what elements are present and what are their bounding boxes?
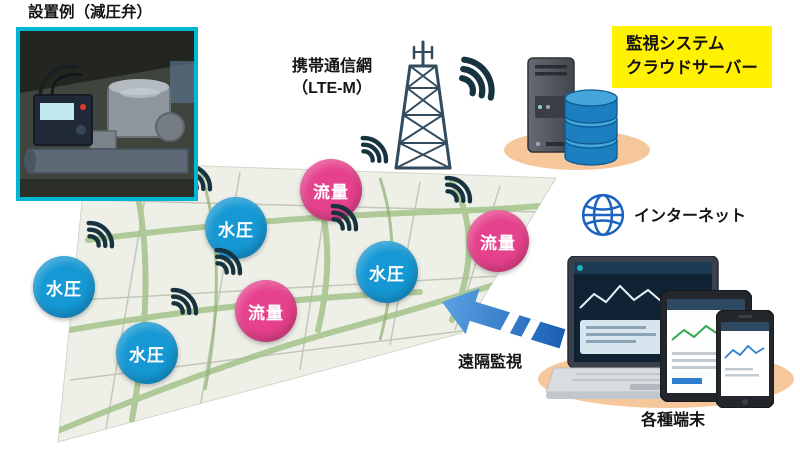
sensor-label: 流量 bbox=[248, 303, 284, 323]
sensor-label: 流量 bbox=[480, 233, 516, 253]
remote-monitoring-label: 遠隔監視 bbox=[458, 354, 523, 371]
valve-photo-image bbox=[20, 31, 194, 197]
sensor-label: 水圧 bbox=[369, 264, 405, 284]
server-icon bbox=[527, 57, 575, 153]
mobile-network-line2: （LTE-M） bbox=[292, 79, 372, 97]
sensor-label: 水圧 bbox=[46, 279, 82, 299]
internet-globe-icon bbox=[581, 193, 625, 237]
mobile-network-line1: 携帯通信網 bbox=[291, 58, 372, 75]
cloud-server-line1: 監視システム bbox=[626, 35, 725, 53]
sensor-flow-rate-3: 流量 bbox=[467, 210, 529, 272]
valve-photo-frame bbox=[16, 27, 198, 201]
internet-label: インターネット bbox=[634, 208, 747, 225]
terminals-label: 各種端末 bbox=[640, 412, 705, 429]
mobile-network-label: 携帯通信網 （LTE-M） bbox=[262, 56, 402, 99]
sensor-water-pressure-4: 水圧 bbox=[356, 241, 418, 303]
remote-monitoring-arrow bbox=[442, 288, 566, 349]
installation-example-label: 設置例（減圧弁） bbox=[28, 4, 153, 21]
sensor-flow-rate-2: 流量 bbox=[235, 280, 297, 342]
sensor-flow-rate-1: 流量 bbox=[300, 159, 362, 221]
cell-tower-icon bbox=[394, 40, 452, 170]
sensor-water-pressure-3: 水圧 bbox=[116, 322, 178, 384]
sensor-label: 水圧 bbox=[129, 345, 165, 365]
sensor-water-pressure-1: 水圧 bbox=[33, 256, 95, 318]
cloud-server-line2: クラウドサーバー bbox=[626, 58, 758, 77]
sensor-label: 水圧 bbox=[218, 220, 254, 240]
smartphone-icon bbox=[716, 310, 774, 408]
sensor-label: 流量 bbox=[313, 182, 349, 202]
database-icon bbox=[564, 89, 618, 166]
cloud-server-label-box: 監視システム クラウドサーバー bbox=[612, 26, 772, 88]
